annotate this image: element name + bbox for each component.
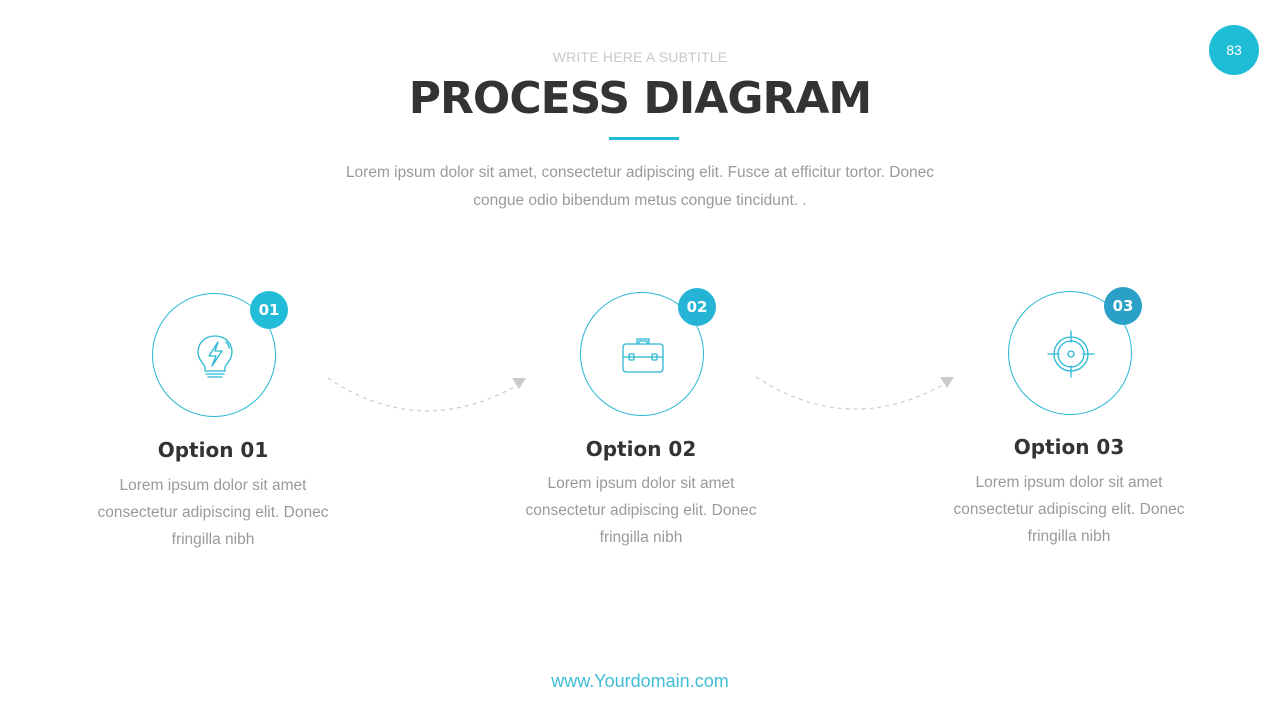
step-2-number-badge: 02 (678, 288, 716, 326)
lightbulb-bolt-icon (197, 335, 233, 378)
footer-website-link[interactable]: www.Yourdomain.com (551, 671, 729, 691)
connector-arrow-1 (327, 377, 526, 412)
process-step-2: 02 Option 02 Lorem ipsum dolor sit amet … (521, 288, 761, 561)
step-2-description: Lorem ipsum dolor sit amet consectetur a… (525, 475, 757, 546)
step-1-title: Option 01 (157, 438, 269, 462)
step-1-description: Lorem ipsum dolor sit amet consectetur a… (97, 477, 329, 548)
target-icon (1047, 330, 1095, 378)
title-underline (609, 137, 679, 140)
intro-paragraph: Lorem ipsum dolor sit amet, consectetur … (345, 164, 935, 209)
step-3-number-badge: 03 (1104, 287, 1142, 325)
briefcase-icon (622, 338, 664, 373)
step-2-title: Option 02 (585, 437, 697, 461)
process-step-3: 03 Option 03 Lorem ipsum dolor sit amet … (949, 287, 1189, 560)
page-number-badge: 83 (1209, 25, 1259, 75)
step-3-title: Option 03 (1013, 435, 1125, 459)
page-title: PROCESS DIAGRAM (408, 73, 872, 124)
connector-arrow-2 (755, 376, 954, 410)
page-subtitle: WRITE HERE A SUBTITLE (552, 49, 728, 65)
process-step-1: 01 Option 01 Lorem ipsum dolor sit amet … (93, 291, 333, 562)
step-3-description: Lorem ipsum dolor sit amet consectetur a… (953, 474, 1185, 545)
step-1-number-badge: 01 (250, 291, 288, 329)
